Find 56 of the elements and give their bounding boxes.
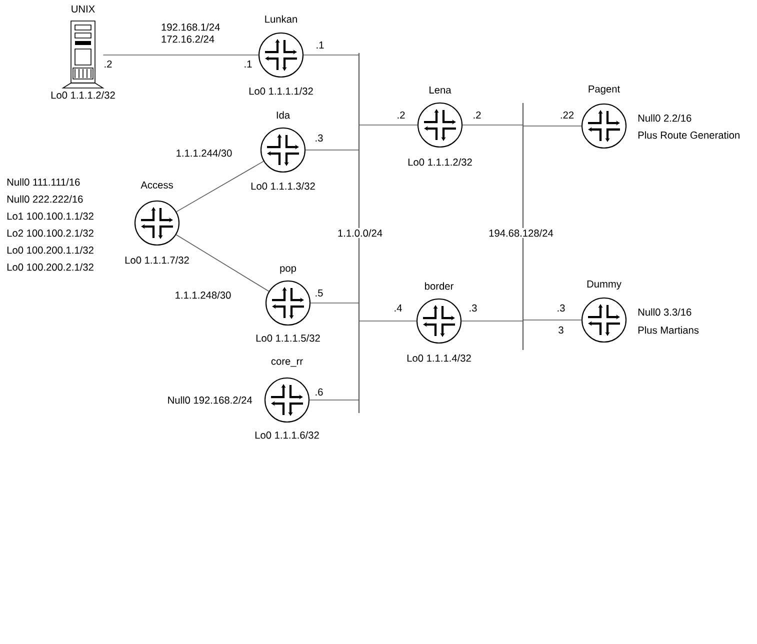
link-line	[461, 320, 524, 322]
address-label: Null0 222.222/16	[7, 195, 83, 203]
address-label: Lo0 1.1.1.2/32	[51, 91, 115, 99]
node-name: Access	[140, 181, 173, 189]
link-line	[358, 320, 417, 322]
address-label: Null0 2.2/16	[638, 114, 692, 122]
address-label: Lo0 1.1.1.5/32	[256, 334, 320, 342]
address-label: Lo0 1.1.1.7/32	[125, 256, 189, 264]
address-label: Lo2 100.100.2.1/32	[7, 229, 94, 237]
edge-label: 1.1.1.248/30	[176, 291, 231, 299]
interface-label: .4	[394, 304, 402, 312]
segment-label: 1.1.0.0/24	[336, 228, 384, 238]
address-label: Lo0 100.200.2.1/32	[7, 263, 94, 271]
address-label: Lo0 1.1.1.6/32	[255, 431, 319, 439]
interface-label: .3	[316, 134, 323, 142]
address-label: Null0 3.3/16	[638, 308, 692, 316]
interface-label: .2	[398, 111, 405, 119]
node-name: core_rr	[271, 359, 303, 367]
address-label: Plus Martians	[638, 326, 699, 334]
interface-label: .5	[316, 289, 323, 297]
interface-label: .1	[244, 60, 252, 68]
node-name: border	[425, 282, 454, 290]
interface-label: .2	[474, 111, 481, 119]
node-name: Lunkan	[265, 15, 297, 23]
node-name: UNIX	[72, 5, 95, 13]
link-line	[358, 124, 418, 126]
address-label: Lo1 100.100.1.1/32	[7, 212, 94, 220]
address-label: Lo0 1.1.1.4/32	[407, 354, 471, 362]
node-name: pop	[280, 266, 296, 274]
link-line	[102, 54, 259, 56]
interface-label: .22	[560, 111, 574, 119]
interface-label: .2	[104, 60, 112, 68]
link-line	[303, 54, 360, 56]
segment-label: 194.68.128/24	[487, 228, 555, 238]
link-line	[310, 302, 360, 304]
interface-label: .3	[470, 304, 477, 312]
address-label: Null0 192.168.2/24	[168, 396, 252, 404]
interface-label: .3	[558, 304, 565, 312]
node-name: Dummy	[587, 280, 622, 290]
interface-label: 3	[558, 326, 564, 334]
node-name: Ida	[276, 111, 290, 119]
address-label: Lo0 1.1.1.1/32	[249, 87, 313, 95]
node-name: Pagent	[588, 85, 620, 95]
link-line	[176, 234, 270, 292]
edge-label: 192.168.1/24 172.16.2/24	[162, 23, 220, 43]
interface-label: .6	[316, 388, 323, 396]
interface-label: .1	[316, 42, 324, 48]
address-label: Lo0 1.1.1.2/32	[408, 158, 472, 166]
address-label: Lo0 100.200.1.1/32	[7, 246, 94, 254]
link-line	[176, 160, 264, 212]
address-label: Lo0 1.1.1.3/32	[251, 182, 315, 190]
address-label: Null0 111.111/16	[7, 178, 80, 186]
link-line	[462, 124, 524, 126]
address-label: Plus Route Generation	[638, 131, 740, 139]
node-name: Lena	[430, 86, 452, 94]
edge-label: 1.1.1.244/30	[176, 149, 232, 157]
